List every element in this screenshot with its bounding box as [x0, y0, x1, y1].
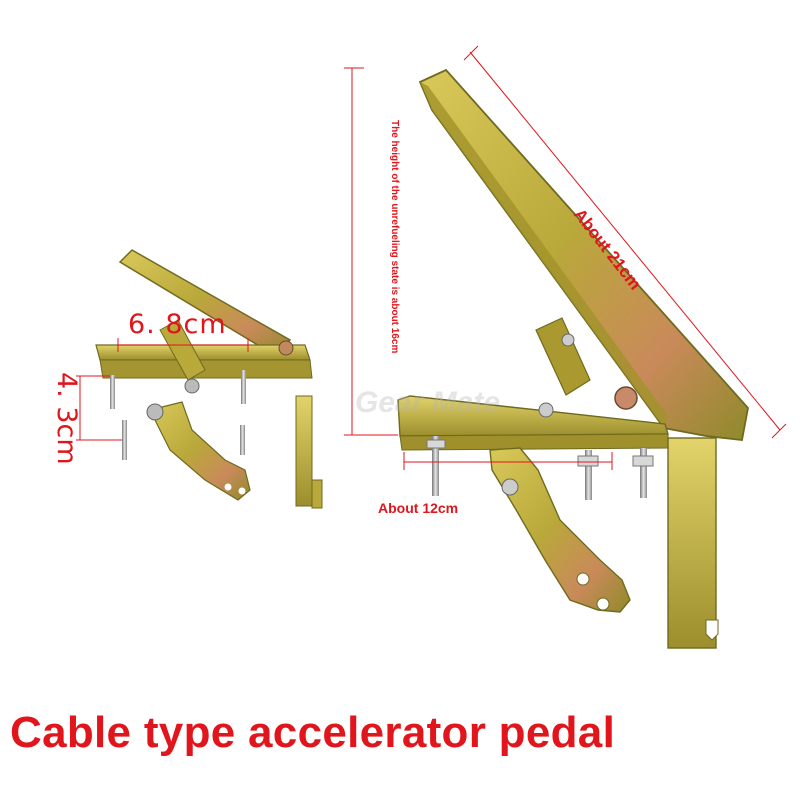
large-width-dimension: About 12cm: [378, 500, 459, 516]
product-caption: Cable type accelerator pedal: [10, 708, 616, 757]
large-height-dimension: The height of the unrefueling state is a…: [389, 120, 400, 354]
watermark: Gear Mate: [355, 386, 501, 419]
small-height-dimension: 4. 3cm: [51, 372, 82, 465]
small-pedal: [76, 249, 323, 509]
large-pedal: [344, 45, 787, 649]
small-width-dimension: 6. 8cm: [128, 309, 227, 340]
